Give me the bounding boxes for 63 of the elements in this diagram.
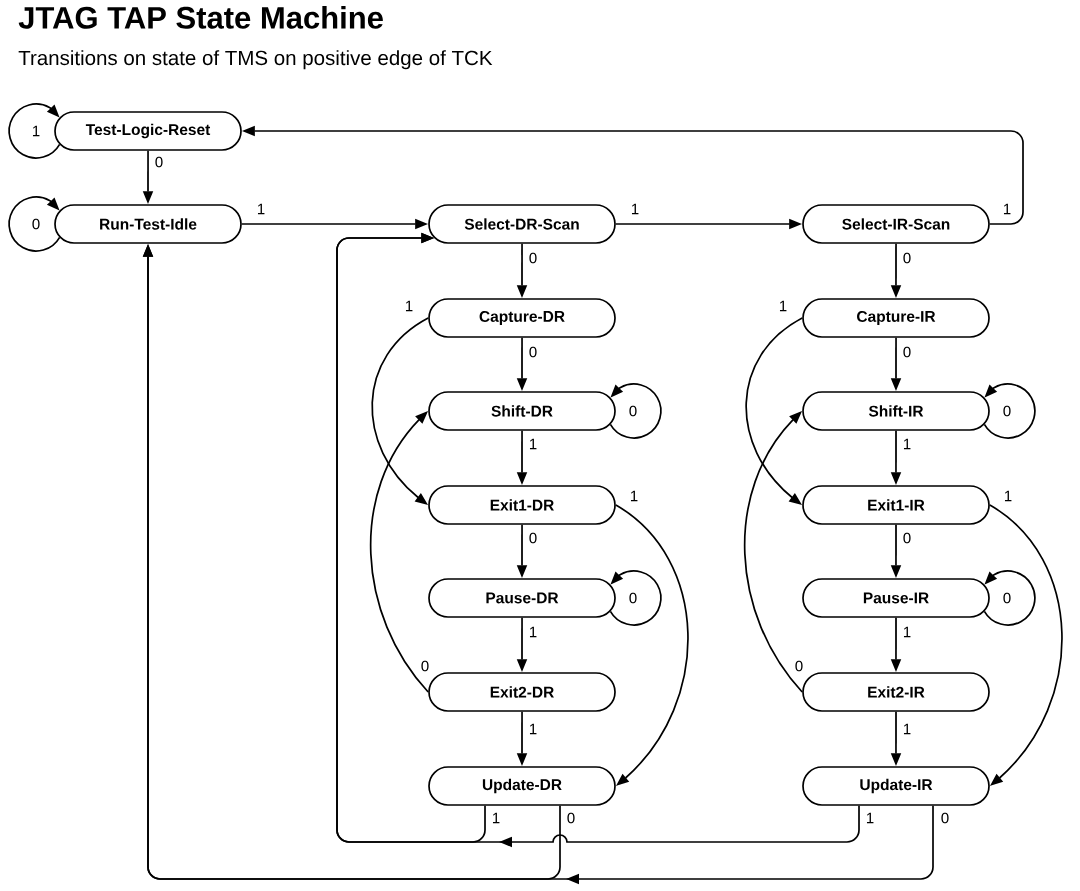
- curved-arrow: [615, 504, 689, 786]
- edge-label: 0: [421, 660, 429, 672]
- edge-label: 1: [1004, 203, 1011, 215]
- edge-label: 1: [258, 203, 265, 215]
- state-box: Select-IR-Scan: [802, 204, 990, 244]
- edge-label: 0: [903, 346, 911, 358]
- edge-label: 0: [903, 252, 911, 264]
- title: JTAG TAP State Machine: [18, 6, 383, 29]
- edge-label: 1: [1005, 490, 1012, 502]
- edge-label: 1: [493, 812, 500, 824]
- state-box: Capture-DR: [428, 298, 616, 338]
- edge-label: 0: [629, 405, 637, 417]
- edge-label: 0: [903, 532, 911, 544]
- edge-label: 0: [795, 660, 803, 672]
- edge-label: 0: [567, 812, 575, 824]
- state-box: Select-DR-Scan: [428, 204, 616, 244]
- edge-label: 1: [530, 626, 537, 638]
- loop-arrow: [983, 383, 1036, 439]
- state-box: Test-Logic-Reset: [54, 111, 242, 151]
- edge-label: 1: [530, 438, 537, 450]
- edge-label: 0: [529, 252, 537, 264]
- edge-label: 1: [530, 723, 537, 735]
- edge-label: 1: [780, 300, 787, 312]
- state-box: Exit2-IR: [802, 672, 990, 712]
- state-box: Update-DR: [428, 766, 616, 806]
- curved-arrow: [989, 504, 1063, 786]
- loop-arrow: [8, 196, 61, 252]
- edge-label: 1: [904, 438, 911, 450]
- curved-arrow: [745, 317, 803, 505]
- edge-label: 1: [632, 203, 639, 215]
- edge-label: 0: [529, 346, 537, 358]
- arrow: [336, 232, 860, 848]
- state-box: Update-IR: [802, 766, 990, 806]
- state-box: Exit1-DR: [428, 485, 616, 525]
- state-box: Shift-DR: [428, 391, 616, 431]
- curved-arrow: [744, 411, 803, 693]
- state-box: Pause-DR: [428, 578, 616, 618]
- edge-label: 0: [941, 812, 949, 824]
- edge-label: 1: [406, 300, 413, 312]
- edge-label: 1: [904, 723, 911, 735]
- curved-arrow: [371, 317, 429, 505]
- edge-label: 1: [631, 490, 638, 502]
- edge-label: 1: [904, 626, 911, 638]
- loop-arrow: [609, 383, 662, 439]
- state-box: Shift-IR: [802, 391, 990, 431]
- loop-arrow: [983, 570, 1036, 626]
- edge-label: 0: [529, 532, 537, 544]
- state-box: Exit2-DR: [428, 672, 616, 712]
- state-box: Exit1-IR: [802, 485, 990, 525]
- edge-label: 0: [1003, 405, 1011, 417]
- edge-label: 0: [155, 156, 163, 168]
- edge-label: 1: [33, 125, 40, 137]
- loop-arrow: [8, 103, 61, 159]
- state-box: Capture-IR: [802, 298, 990, 338]
- state-box: Run-Test-Idle: [54, 204, 242, 244]
- state-box: Pause-IR: [802, 578, 990, 618]
- edge-label: 0: [1003, 592, 1011, 604]
- loop-arrow: [609, 570, 662, 626]
- subtitle: Transitions on state of TMS on positive edge of TCK: [18, 50, 493, 70]
- curved-arrow: [369, 411, 429, 693]
- edge-label: 0: [32, 218, 40, 230]
- edge-label: 1: [867, 812, 874, 824]
- edge-label: 0: [629, 592, 637, 604]
